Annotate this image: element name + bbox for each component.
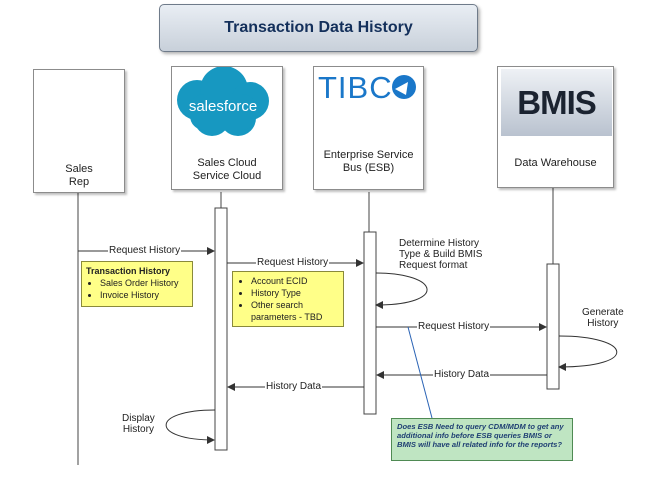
tibco-logo: TIBC: [318, 70, 393, 105]
self-note-display: Display History: [122, 413, 155, 435]
determine-line1: Determine History: [399, 238, 480, 249]
self-note-generate: Generate History: [582, 307, 624, 329]
question-note: Does ESB Need to query CDM/MDM to get an…: [391, 418, 573, 461]
display-line2: History: [122, 424, 154, 435]
note-transaction-item: Sales Order History: [100, 277, 188, 289]
message-request-history-1: Request History: [108, 245, 182, 256]
actor-salesforce: [171, 66, 283, 190]
message-history-data-2: History Data: [265, 381, 323, 392]
self-loop-determine: [375, 272, 428, 309]
note-transaction-heading: Transaction History: [86, 266, 171, 276]
display-line1: Display: [122, 413, 155, 424]
generate-line1: Generate: [582, 307, 624, 318]
generate-line2: History: [587, 318, 619, 329]
message-request-history-2: Request History: [256, 257, 330, 268]
bmis-logo: BMIS: [501, 69, 612, 136]
note-transaction-item: Invoice History: [100, 289, 188, 301]
actor-salesforce-line2: Service Cloud: [192, 170, 262, 182]
actor-tibco-line1: Enterprise Service: [323, 149, 414, 161]
salesforce-logo-text: salesforce: [188, 98, 258, 115]
page-title: Transaction Data History: [159, 4, 478, 52]
determine-line2: Type & Build BMIS: [399, 249, 483, 260]
salesforce-cloud-logo: [177, 66, 269, 136]
question-connector: [407, 326, 433, 419]
actor-label-salesforce: Sales Cloud Service Cloud: [171, 157, 283, 183]
tibco-o-mark: [392, 75, 416, 99]
actor-sales-rep-line1: Sales: [65, 163, 93, 175]
activation-tibco: [363, 231, 377, 415]
message-request-history-3: Request History: [417, 321, 491, 332]
actor-sales-rep-line2: Rep: [68, 176, 90, 188]
actor-label-tibco: Enterprise Service Bus (ESB): [313, 149, 424, 175]
note-transaction-history: Transaction History Sales Order History …: [81, 261, 193, 307]
actor-salesforce-line1: Sales Cloud: [197, 157, 257, 169]
self-loop-display: [165, 409, 216, 444]
note-search-item: Other search parameters - TBD: [251, 299, 339, 323]
determine-line3: Request format: [399, 260, 468, 271]
note-search-parameters: Account ECID History Type Other search p…: [232, 271, 344, 327]
note-search-item: History Type: [251, 287, 339, 299]
actor-label-sales-rep: Sales Rep: [33, 163, 125, 189]
self-loop-generate: [558, 335, 618, 371]
actor-sales-rep: [33, 69, 125, 193]
note-search-item: Account ECID: [251, 275, 339, 287]
actor-tibco: [313, 66, 424, 190]
actor-tibco-line2: Bus (ESB): [342, 162, 395, 174]
self-note-determine: Determine History Type & Build BMIS Requ…: [399, 238, 482, 271]
activation-bmis: [546, 263, 560, 390]
actor-label-bmis: Data Warehouse: [514, 157, 597, 169]
activation-salesforce: [214, 207, 228, 451]
message-history-data-1: History Data: [433, 369, 491, 380]
